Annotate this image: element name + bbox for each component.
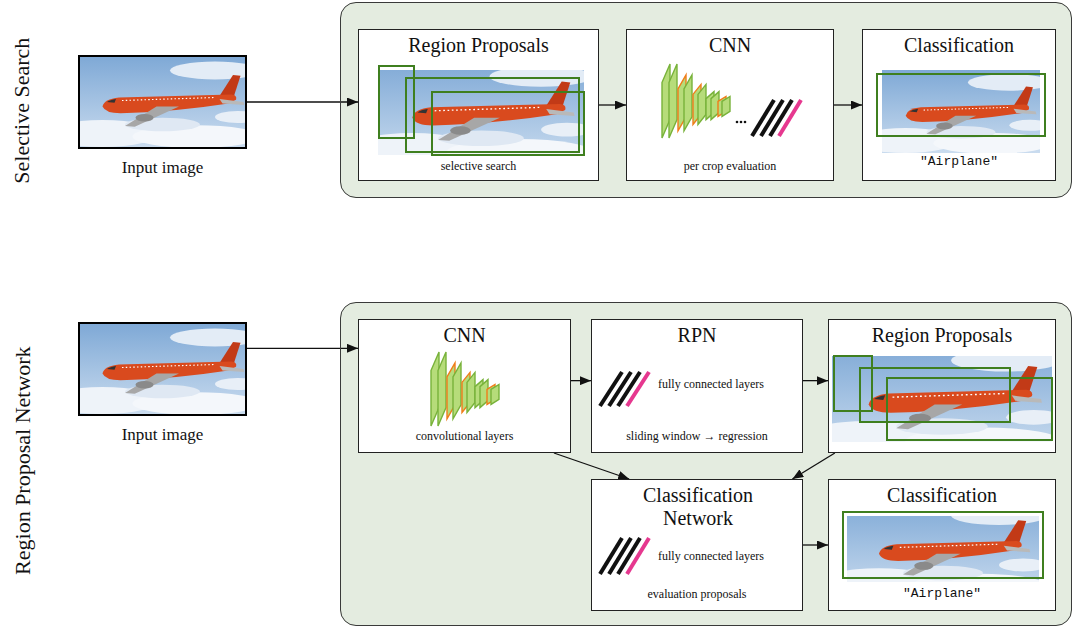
- box-title: Region Proposals: [359, 34, 598, 57]
- cnn-box: CNN per crop evaluation: [626, 29, 834, 181]
- pipeline-panel: Region Proposal NetworkCNNconvolutional …: [340, 302, 1072, 626]
- proposal-box: Region Proposals: [828, 319, 1056, 453]
- box-title: Classification: [863, 34, 1055, 57]
- connector-arrow: [554, 453, 629, 479]
- classification-box: Classification "Airplane": [862, 29, 1056, 181]
- image-caption: Input image: [80, 425, 245, 445]
- cnn-box: CNN convolutional layers: [358, 319, 571, 453]
- proposal-box: Region Proposals selective search: [358, 29, 599, 181]
- input-image: Input image: [78, 55, 247, 149]
- connector-arrow: [247, 348, 358, 349]
- airplane-illustration: [80, 57, 249, 151]
- connector-arrow: [792, 453, 834, 479]
- connector-arrow: [803, 380, 828, 381]
- row-heading: Selective Search: [9, 37, 34, 183]
- box-caption: evaluation proposals: [592, 588, 802, 602]
- classification-box: Classification "Airplane": [828, 479, 1056, 611]
- class-label: "Airplane": [829, 587, 1055, 602]
- connector-arrow: [834, 104, 862, 105]
- connector-arrow: [803, 544, 828, 545]
- image-caption: Input image: [80, 158, 245, 178]
- connector-arrow: [247, 101, 358, 102]
- box-caption: convolutional layers: [359, 430, 570, 444]
- airplane-illustration: [80, 324, 249, 418]
- box-title: RPN: [592, 324, 802, 347]
- box-title: Classification Network: [618, 484, 778, 530]
- box-title: CNN: [359, 324, 570, 347]
- connector-arrow: [571, 380, 591, 381]
- rpn-box: RPN fully connected layers sliding window …: [591, 319, 803, 453]
- layer-note: fully connected layers: [658, 378, 764, 392]
- layer-note: fully connected layers: [658, 550, 764, 564]
- box-title: Region Proposals: [829, 324, 1055, 347]
- box-title: Classification: [829, 484, 1055, 507]
- box-caption: sliding window → regression: [592, 430, 802, 444]
- pipeline-panel: Selective SearchRegion Proposalsselectiv…: [340, 2, 1072, 198]
- row-heading: Region Proposal Network: [9, 346, 34, 575]
- connector-arrow: [599, 104, 626, 105]
- box-caption: selective search: [359, 160, 598, 174]
- input-image: Input image: [78, 322, 247, 416]
- classification-network-box: Classification Network fully connected la…: [591, 479, 803, 611]
- class-label: "Airplane": [863, 155, 1055, 170]
- box-title: CNN: [627, 34, 833, 57]
- panel-ground: [340, 302, 1072, 626]
- box-caption: per crop evaluation: [627, 160, 833, 174]
- panel-ground: [340, 2, 1072, 198]
